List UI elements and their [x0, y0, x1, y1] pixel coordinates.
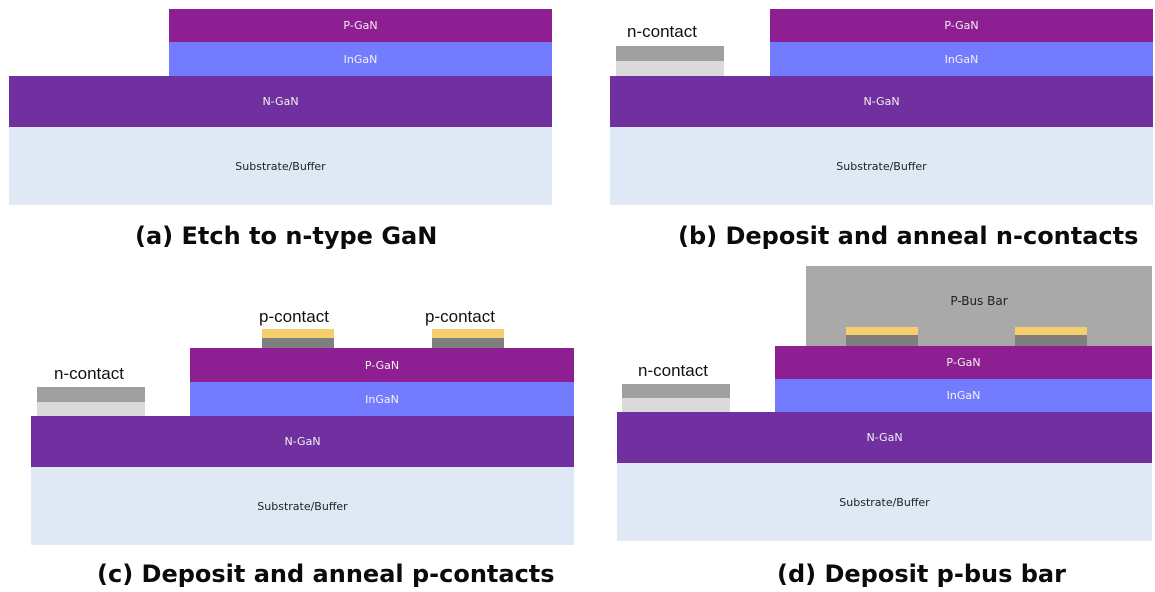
p-contact-gold-1 [846, 327, 918, 335]
n-gan-label: N-GaN [284, 435, 321, 448]
p-contact-gold-2 [1015, 327, 1087, 335]
substrate-layer: Substrate/Buffer [617, 463, 1152, 541]
substrate-layer: Substrate/Buffer [9, 127, 552, 205]
p-contact-gold-2 [432, 329, 504, 338]
substrate-layer: Substrate/Buffer [610, 127, 1153, 205]
n-contact-metal [37, 387, 145, 402]
p-gan-label: P-GaN [944, 19, 979, 32]
ingan-layer: InGaN [770, 42, 1153, 76]
p-gan-label: P-GaN [364, 358, 400, 372]
n-gan-layer: N-GaN [617, 412, 1152, 463]
substrate-label: Substrate/Buffer [836, 159, 927, 173]
ingan-label: InGaN [365, 392, 399, 406]
p-gan-label: P-GaN [343, 19, 378, 32]
n-gan-layer: N-GaN [9, 76, 552, 127]
p-contact-label-2: p-contact [425, 307, 495, 326]
n-contact-label: n-contact [638, 361, 708, 380]
p-contact-gold-1 [262, 329, 334, 338]
p-contact-base-1 [846, 335, 918, 346]
n-contact-label: n-contact [54, 364, 124, 383]
caption-d: (d) Deposit p-bus bar [777, 560, 1066, 588]
ingan-layer: InGaN [190, 382, 574, 416]
n-contact-metal [622, 384, 730, 398]
ingan-label: InGaN [343, 52, 378, 66]
n-gan-layer: N-GaN [610, 76, 1153, 127]
p-gan-label: P-GaN [946, 356, 981, 369]
p-gan-layer: P-GaN [190, 348, 574, 382]
ingan-layer: InGaN [775, 379, 1152, 412]
n-gan-label: N-GaN [262, 95, 299, 108]
p-bus-bar-label-box: P-Bus Bar [806, 288, 1152, 314]
substrate-label: Substrate/Buffer [839, 495, 930, 509]
p-gan-layer: P-GaN [169, 9, 552, 42]
p-bus-bar-label: P-Bus Bar [950, 294, 1008, 308]
substrate-label: Substrate/Buffer [257, 499, 348, 513]
caption-b: (b) Deposit and anneal n-contacts [678, 222, 1139, 250]
n-contact-base [616, 61, 724, 76]
ingan-label: InGaN [944, 52, 979, 66]
p-contact-label-1: p-contact [259, 307, 329, 326]
ingan-layer: InGaN [169, 42, 552, 76]
substrate-label: Substrate/Buffer [235, 159, 326, 173]
caption-a: (a) Etch to n-type GaN [135, 222, 438, 250]
caption-c: (c) Deposit and anneal p-contacts [97, 560, 555, 588]
p-contact-base-2 [432, 338, 504, 348]
n-contact-base [622, 398, 730, 412]
n-gan-layer: N-GaN [31, 416, 574, 467]
n-gan-label: N-GaN [866, 431, 903, 444]
ingan-label: InGaN [946, 389, 981, 402]
n-contact-metal [616, 46, 724, 61]
n-gan-label: N-GaN [863, 95, 900, 108]
p-gan-layer: P-GaN [770, 9, 1153, 42]
n-contact-base [37, 402, 145, 416]
substrate-layer: Substrate/Buffer [31, 467, 574, 545]
p-contact-base-2 [1015, 335, 1087, 346]
p-contact-base-1 [262, 338, 334, 348]
p-gan-layer: P-GaN [775, 346, 1152, 379]
n-contact-label: n-contact [627, 22, 697, 41]
